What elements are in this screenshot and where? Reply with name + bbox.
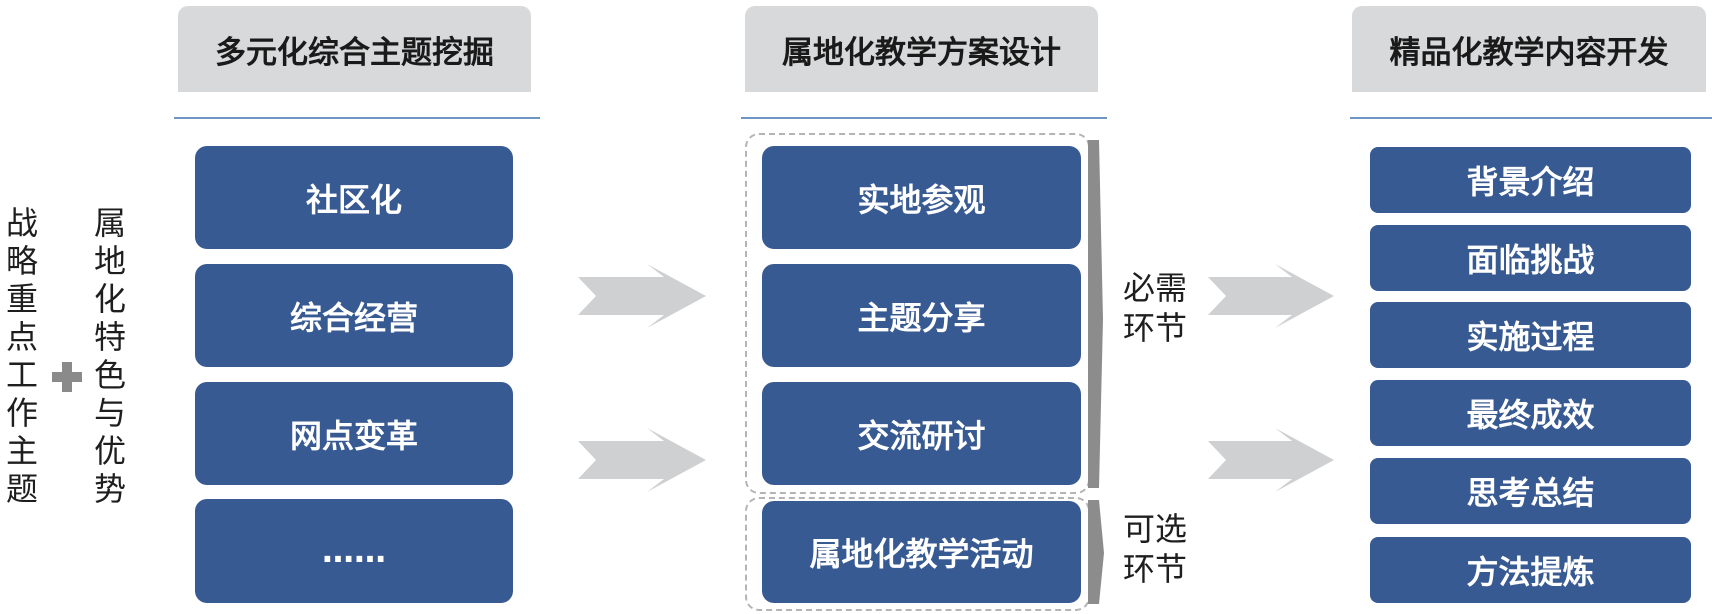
column-3-item-4: 最终成效 [1370, 380, 1691, 446]
column-3-item-6: 方法提炼 [1370, 537, 1691, 603]
column-1-rule [174, 117, 540, 119]
column-3-item-5: 思考总结 [1370, 458, 1691, 524]
flow-arrow-icon [578, 428, 706, 492]
column-1-item-3: 网点变革 [195, 382, 513, 485]
column-2-rule [741, 117, 1107, 119]
column-1-item-2: 综合经营 [195, 264, 513, 367]
column-1-item-4: …… [195, 499, 513, 603]
left-vertical-label-strategy: 战略重点工作主题 [5, 204, 38, 508]
flow-arrow-icon [1208, 428, 1334, 492]
column-3-item-2: 面临挑战 [1370, 225, 1691, 291]
optional-steps-label: 可选环节 [1123, 510, 1188, 588]
flow-arrow-icon [1208, 264, 1334, 328]
flow-arrow-icon [578, 264, 706, 328]
column-3-header: 精品化教学内容开发 [1352, 6, 1706, 92]
required-bracket-icon [1088, 140, 1103, 488]
column-3-item-1: 背景介绍 [1370, 147, 1691, 213]
column-3-item-3: 实施过程 [1370, 302, 1691, 368]
column-3-rule [1350, 117, 1712, 119]
left-vertical-label-local: 属地化特色与优势 [93, 204, 126, 508]
column-2-item-2: 主题分享 [762, 264, 1081, 367]
column-2-item-3: 交流研讨 [762, 382, 1081, 485]
column-1-item-1: 社区化 [195, 146, 513, 249]
optional-bracket-icon [1088, 500, 1104, 604]
column-2-item-1: 实地参观 [762, 146, 1081, 249]
column-1-header: 多元化综合主题挖掘 [178, 6, 531, 92]
column-2-item-4: 属地化教学活动 [762, 501, 1081, 603]
required-steps-label: 必需环节 [1123, 269, 1188, 347]
plus-icon [52, 362, 82, 392]
column-2-header: 属地化教学方案设计 [745, 6, 1098, 92]
